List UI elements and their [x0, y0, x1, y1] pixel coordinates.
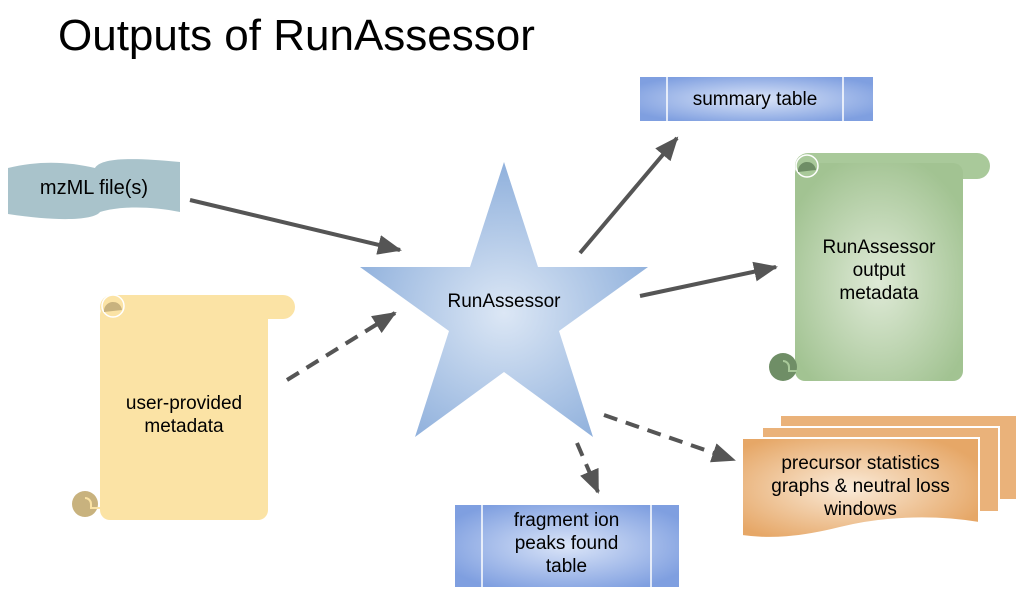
output-metadata-label-line: output [852, 260, 906, 281]
user-metadata-node [72, 294, 295, 520]
diagram-title: Outputs of RunAssessor [58, 11, 535, 60]
edge-user-metadata-to-center [285, 311, 397, 382]
fragment-table-label-line: peaks found [514, 533, 619, 554]
edges [189, 136, 778, 494]
precursor-stats-label-line: precursor statistics [781, 453, 940, 474]
fragment-table-label: fragment ion peaks found table [482, 509, 651, 578]
summary-table-node [640, 77, 873, 121]
precursor-stats-label: precursor statistics graphs & neutral lo… [742, 452, 979, 521]
output-metadata-label: RunAssessor output metadata [795, 236, 963, 305]
precursor-stats-label-line: graphs & neutral loss [771, 476, 950, 497]
output-metadata-node [769, 153, 990, 381]
edge-center-to-precursor-stats [603, 413, 736, 463]
fragment-table-node [455, 505, 679, 587]
runassessor-label: RunAssessor [447, 291, 561, 312]
user-metadata-label-line: metadata [144, 416, 224, 437]
output-metadata-label-line: RunAssessor [822, 237, 936, 258]
edge-center-to-summary-table [578, 136, 679, 255]
precursor-stats-node [741, 414, 1018, 539]
fragment-table-label-line: table [545, 556, 588, 577]
precursor-stats-label-line: windows [824, 499, 897, 520]
mzml-label: mzML file(s) [39, 177, 149, 199]
fragment-table-label-line: fragment ion [513, 510, 620, 531]
user-metadata-label: user-provided metadata [100, 392, 268, 438]
edge-center-to-fragment-table [575, 442, 600, 494]
user-metadata-label-line: user-provided [125, 393, 243, 414]
summary-table-label: summary table [692, 89, 818, 110]
output-metadata-label-line: metadata [839, 283, 919, 304]
mzml-node [8, 159, 180, 220]
edge-center-to-output-metadata [639, 261, 778, 298]
edge-mzml-to-center [189, 198, 402, 255]
runassessor-star [360, 162, 648, 437]
